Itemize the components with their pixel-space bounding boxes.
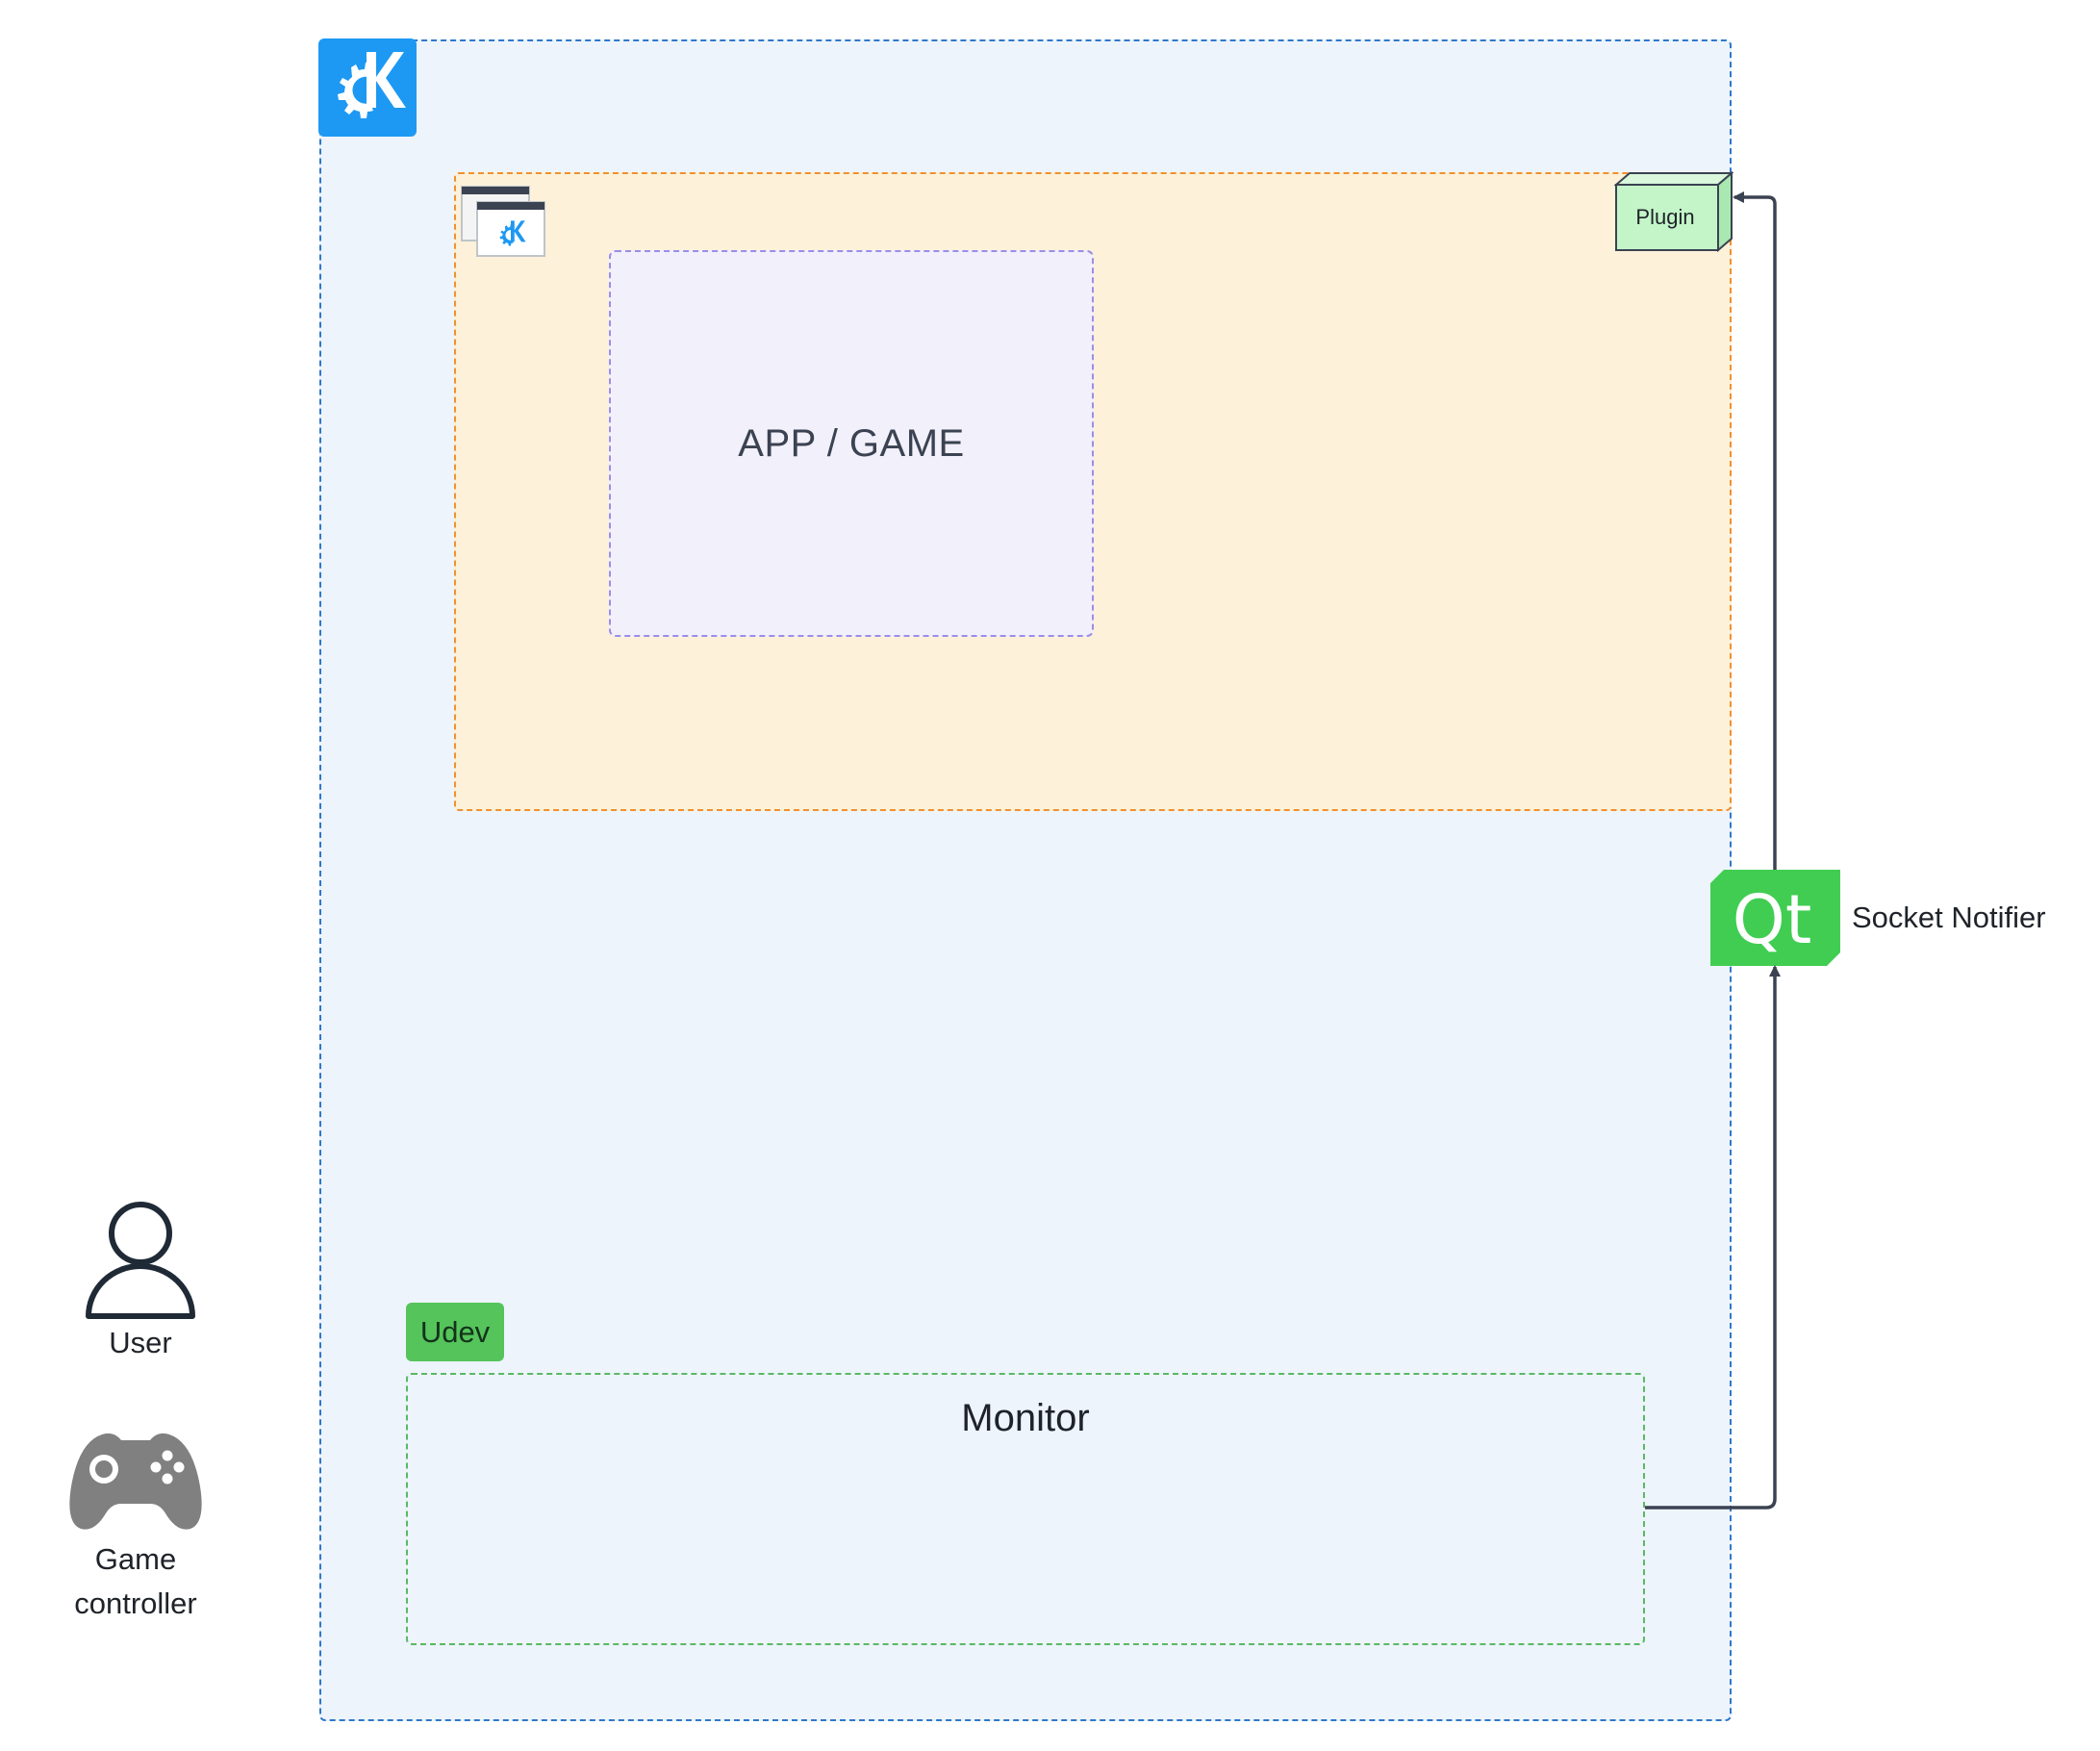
game-controller-label-line2: controller — [74, 1586, 197, 1620]
edge-qt-to-plugin — [1733, 191, 1777, 870]
udev-label: Udev — [419, 1314, 491, 1349]
plugin-label: Plugin — [1635, 205, 1695, 229]
udev-badge: Udev — [406, 1303, 504, 1361]
user-label: User — [109, 1326, 172, 1359]
app-game-box: APP / GAME — [609, 250, 1094, 637]
game-controller-label-line1: Game — [94, 1542, 177, 1576]
app-game-label: APP / GAME — [738, 421, 965, 465]
monitor-label: Monitor — [961, 1397, 1090, 1439]
kde-logo-icon — [318, 38, 417, 137]
kde-app-window-icon — [460, 185, 548, 260]
socket-notifier-label: Socket Notifier — [1852, 901, 2046, 934]
qt-logo-text: Qt — [1733, 880, 1812, 959]
game-controller-label: Game controller — [44, 1537, 227, 1626]
monitor-box — [406, 1373, 1645, 1645]
qt-logo-icon: Qt — [1710, 870, 1840, 966]
plugin-cube — [1613, 170, 1734, 253]
gamepad-icon — [65, 1429, 206, 1533]
user-icon — [83, 1197, 198, 1320]
